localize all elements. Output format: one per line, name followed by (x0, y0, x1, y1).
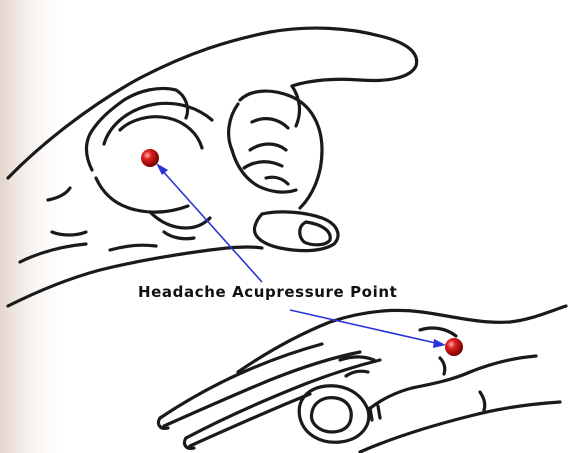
point-label: Headache Acupressure Point (138, 283, 397, 301)
pointer-arrowhead-lower (433, 339, 446, 348)
lower-hand (158, 306, 566, 452)
acupressure-point-lower (445, 338, 463, 356)
pointer-arrowhead-upper (156, 163, 168, 175)
pointer-line-lower (290, 310, 440, 344)
acupressure-point-upper (141, 149, 159, 167)
edge-shadow (0, 0, 70, 453)
pointer-line-upper (160, 168, 262, 282)
